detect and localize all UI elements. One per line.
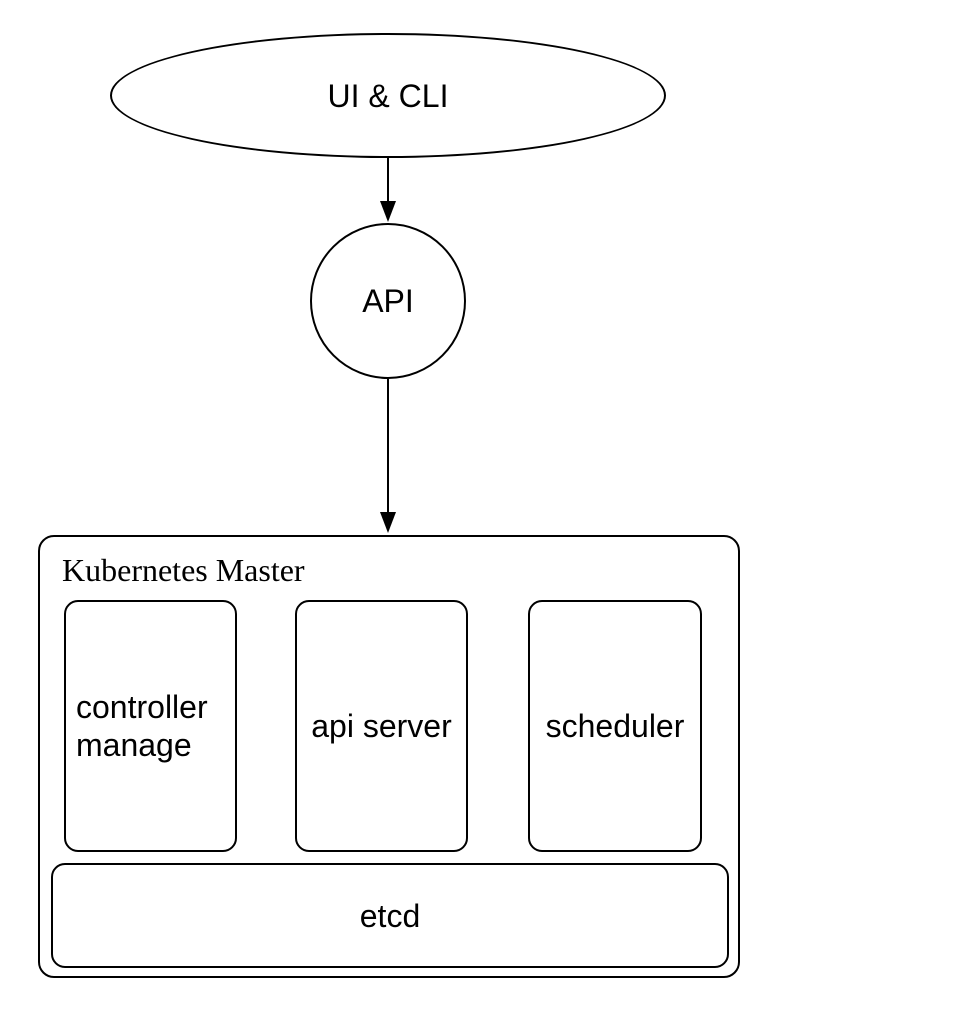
kubernetes-master-title: Kubernetes Master	[62, 552, 305, 588]
arrow-api-to-master	[380, 379, 396, 533]
node-api-label: API	[362, 283, 414, 319]
node-api: API	[310, 223, 466, 379]
node-kubernetes-master: Kubernetes Master controller manage api …	[38, 535, 740, 978]
node-scheduler: scheduler	[528, 600, 702, 852]
node-api-server: api server	[295, 600, 468, 852]
node-etcd-label: etcd	[359, 897, 421, 934]
arrow-ui-cli-to-api	[380, 158, 396, 222]
node-controller-manager-label: controller manage	[76, 689, 208, 763]
node-api-server-label: api server	[311, 708, 452, 744]
node-scheduler-label: scheduler	[545, 708, 685, 744]
node-controller-manager: controller manage	[64, 600, 237, 852]
node-ui-cli-label: UI & CLI	[327, 77, 449, 114]
node-ui-cli: UI & CLI	[110, 33, 666, 158]
node-etcd: etcd	[51, 863, 729, 968]
